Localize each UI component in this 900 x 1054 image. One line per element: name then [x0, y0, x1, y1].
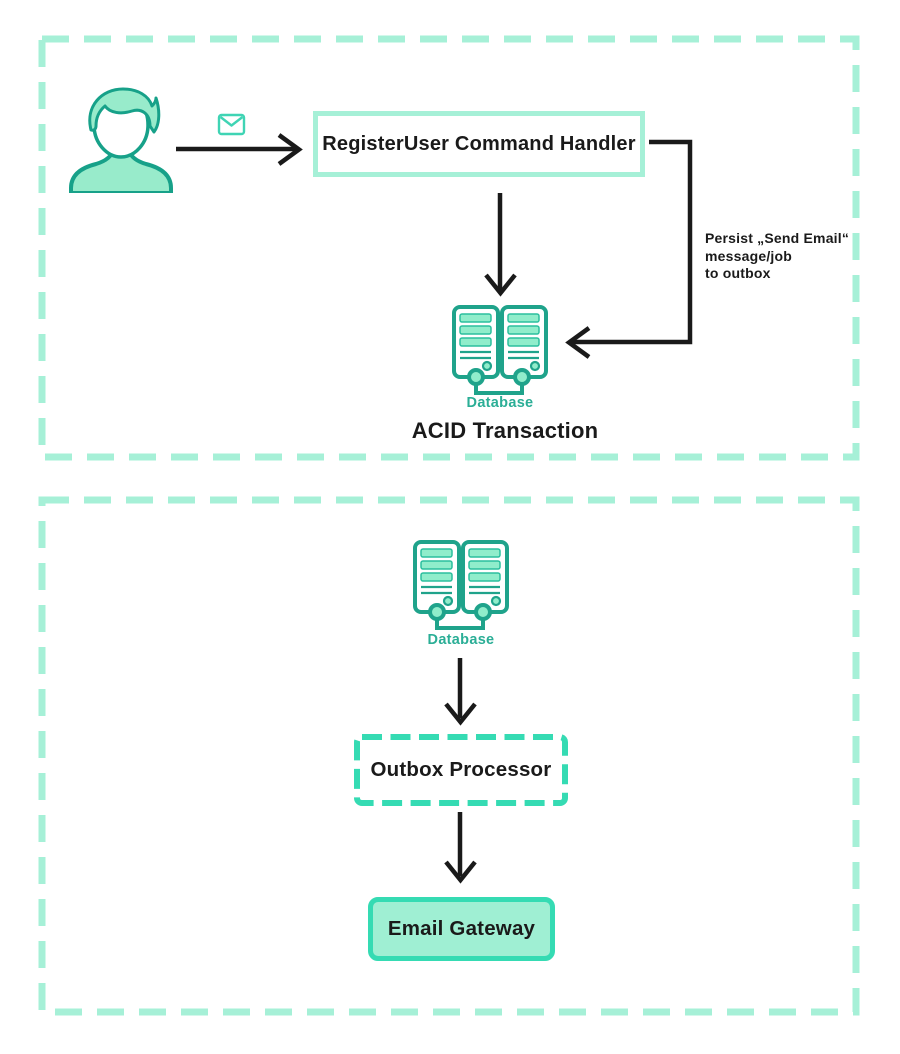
- outbox-section-border: [38, 496, 860, 1016]
- database-icon: [452, 305, 548, 395]
- database-label: Database: [466, 395, 534, 411]
- outbox-processor-label: Outbox Processor: [370, 758, 552, 781]
- outbox-processor-box: Outbox Processor: [357, 737, 565, 803]
- email-gateway-label: Email Gateway: [387, 917, 536, 940]
- connector-persist-to-outbox: [565, 139, 693, 359]
- email-gateway-box: Email Gateway: [368, 897, 555, 961]
- outbox-processor-border: [354, 734, 568, 806]
- user-icon: [69, 87, 173, 193]
- arrow-handler-to-database: [484, 193, 517, 297]
- database-icon: [413, 540, 509, 630]
- register-user-command-handler-box: RegisterUser Command Handler: [313, 111, 645, 177]
- envelope-icon: [217, 113, 246, 136]
- persist-note-line3: to outbox: [705, 265, 771, 281]
- persist-note-line1: Persist „Send Email“: [705, 230, 850, 246]
- persist-note-line2: message/job: [705, 247, 793, 264]
- arrow-user-to-handler: [176, 133, 303, 166]
- persist-note: Persist „Send Email“ message/job to outb…: [705, 230, 875, 283]
- database-label: Database: [427, 632, 495, 648]
- arrow-processor-to-gateway: [444, 812, 477, 884]
- arrow-database-to-processor: [444, 658, 477, 726]
- acid-transaction-label: ACID Transaction: [411, 418, 599, 443]
- register-user-command-handler-label: RegisterUser Command Handler: [322, 132, 636, 155]
- acid-section-border: [38, 35, 860, 461]
